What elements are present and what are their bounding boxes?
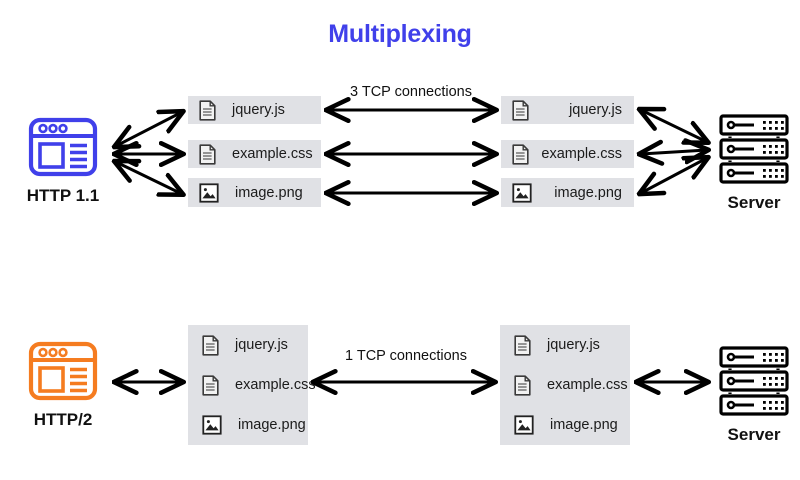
http2-server-file-box: jquery.js example.css image.png — [500, 325, 630, 445]
document-icon — [512, 143, 529, 165]
document-icon — [512, 99, 529, 121]
file-name: example.css — [547, 377, 628, 393]
file-name: jquery.js — [569, 102, 622, 118]
image-file-icon — [514, 415, 534, 435]
file-name: jquery.js — [235, 337, 288, 353]
http11-server-file-box-0: jquery.js — [501, 96, 634, 124]
http2-client-label: HTTP/2 — [33, 410, 93, 429]
browser-window-icon — [28, 341, 98, 401]
http2-connection-label: 1 TCP connections — [345, 348, 467, 364]
file-name: jquery.js — [547, 337, 600, 353]
http11-server-arrow-1 — [641, 150, 707, 154]
http11-server-endpoint: Server — [708, 113, 800, 213]
http11-client-label: HTTP 1.1 — [26, 186, 100, 205]
http11-server-file-box-1: example.css — [501, 140, 634, 168]
file-row: image.png — [501, 179, 634, 207]
file-name: image.png — [554, 184, 622, 201]
file-row: image.png — [500, 405, 630, 445]
image-file-icon — [202, 415, 222, 435]
file-row: example.css — [188, 140, 323, 168]
file-row: jquery.js — [501, 96, 634, 124]
http11-server-label: Server — [727, 193, 781, 212]
page-title: Multiplexing — [328, 20, 472, 48]
file-name: image.png — [235, 184, 303, 201]
http11-server-arrow-0 — [641, 110, 707, 142]
document-icon — [514, 334, 531, 356]
http11-client-arrow-0 — [116, 112, 182, 146]
file-name: image.png — [238, 417, 306, 433]
file-name: example.css — [235, 377, 316, 393]
server-rack-icon — [719, 346, 789, 416]
http11-server-arrow-2 — [641, 158, 707, 193]
http11-client-arrow-2 — [116, 162, 182, 194]
file-row: example.css — [500, 365, 630, 405]
http2-server-label: Server — [727, 425, 781, 444]
file-row: jquery.js — [500, 325, 630, 365]
http11-client-endpoint: HTTP 1.1 — [18, 116, 108, 206]
document-icon — [199, 143, 216, 165]
http2-server-endpoint: Server — [708, 345, 800, 445]
browser-window-icon — [28, 117, 98, 177]
document-icon — [199, 99, 216, 121]
http11-connection-label: 3 TCP connections — [350, 84, 472, 100]
http11-client-file-box-1: example.css — [188, 140, 321, 168]
file-row: image.png — [188, 405, 308, 445]
file-row: jquery.js — [188, 96, 295, 124]
http11-client-file-box-2: image.png — [188, 178, 321, 207]
file-row: image.png — [188, 179, 313, 207]
document-icon — [202, 374, 219, 396]
file-name: image.png — [550, 417, 618, 433]
server-rack-icon — [719, 114, 789, 184]
http2-client-endpoint: HTTP/2 — [18, 340, 108, 430]
document-icon — [202, 334, 219, 356]
http2-client-file-box: jquery.js example.css image.png — [188, 325, 316, 445]
image-file-icon — [199, 182, 219, 203]
http11-client-file-box-0: jquery.js — [188, 96, 321, 124]
image-file-icon — [512, 182, 532, 203]
file-row: example.css — [188, 365, 316, 405]
file-name: example.css — [232, 146, 313, 162]
file-row: jquery.js — [188, 325, 308, 365]
file-name: example.css — [541, 146, 622, 162]
http11-server-file-box-2: image.png — [501, 178, 634, 207]
document-icon — [514, 374, 531, 396]
file-name: jquery.js — [232, 102, 285, 118]
file-row: example.css — [501, 140, 634, 168]
